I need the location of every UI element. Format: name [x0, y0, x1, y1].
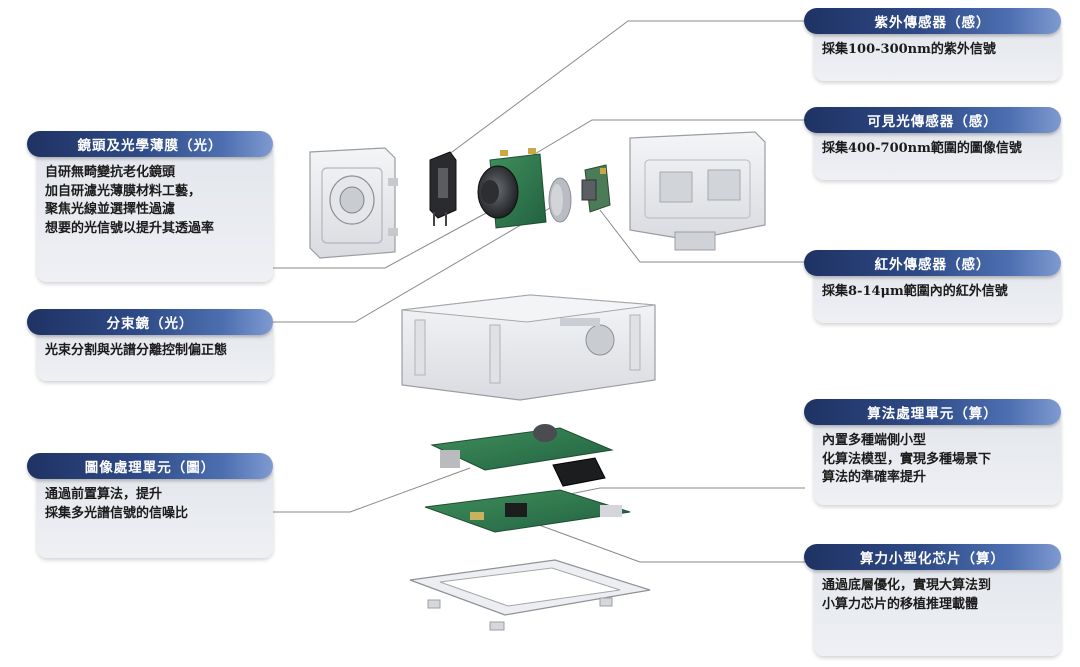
callout-lens-line: 聚焦光線並選擇性過濾	[45, 202, 176, 217]
uv-sensor-part	[429, 151, 457, 226]
callout-splitter-title: 分束鏡（光）	[27, 309, 273, 335]
callout-image-unit-title: 圖像處理單元（圖）	[27, 453, 273, 479]
callout-algo-unit-title: 算法處理單元（算）	[804, 399, 1061, 425]
callout-algo-unit-line: 化算法模型，實現多種場景下	[822, 451, 992, 467]
lens-housing	[309, 147, 398, 259]
callout-uv-line: 採集100-300nm的紫外信號	[822, 42, 996, 57]
bottom-bracket	[409, 559, 651, 631]
callout-visible: 可見光傳感器（感） 採集400-700nm範圍的圖像信號	[804, 107, 1061, 180]
callout-algo-unit-body: 內置多種端側小型 化算法模型，實現多種場景下 算法的準確率提升	[822, 432, 1051, 488]
leader-image-unit	[272, 467, 471, 513]
callout-lens-body: 自研無畸變抗老化鏡頭 加自研濾光薄膜材料工藝， 聚焦光線並選擇性過濾 想要的光信…	[45, 164, 263, 238]
callout-lens: 鏡頭及光學薄膜（光） 自研無畸變抗老化鏡頭 加自研濾光薄膜材料工藝， 聚焦光線並…	[27, 131, 273, 282]
callout-algo-unit-line: 算法的準確率提升	[822, 470, 927, 485]
callout-uv: 紫外傳感器（感） 採集100-300nm的紫外信號	[804, 8, 1061, 81]
callout-image-unit-body: 通過前置算法，提升 採集多光譜信號的信噪比	[45, 486, 263, 523]
callout-algo-unit: 算法處理單元（算） 內置多種端側小型 化算法模型，實現多種場景下 算法的準確率提…	[804, 399, 1061, 505]
callout-uv-body: 採集100-300nm的紫外信號	[822, 41, 1051, 60]
visible-camera-part	[477, 148, 547, 229]
middle-enclosure	[401, 294, 656, 401]
leader-chip	[519, 517, 805, 563]
callout-lens-line: 自研無畸變抗老化鏡頭	[45, 165, 176, 180]
callout-image-unit: 圖像處理單元（圖） 通過前置算法，提升 採集多光譜信號的信噪比	[27, 453, 273, 558]
callout-infrared-line: 採集8-14μm範圍內的紅外信號	[822, 284, 1008, 299]
callout-chip-box	[814, 557, 1061, 656]
callout-splitter-line: 光束分割與光譜分離控制偏正態	[45, 343, 228, 358]
callout-visible-line: 採集400-700nm範圍的圖像信號	[822, 141, 1022, 156]
callout-chip-line: 小算力芯片的移植推理載體	[822, 596, 979, 612]
leader-uv	[447, 20, 805, 156]
beam-splitter-part	[548, 177, 572, 223]
right-housing	[629, 131, 766, 251]
upper-pcb	[430, 424, 614, 487]
callout-visible-title: 可見光傳感器（感）	[804, 107, 1061, 133]
leader-infrared	[599, 209, 805, 263]
callout-chip-body: 通過底層優化，實現大算法到 小算力芯片的移植推理載體	[822, 577, 1051, 614]
callout-image-unit-line: 採集多光譜信號的信噪比	[45, 505, 189, 521]
callout-visible-body: 採集400-700nm範圍的圖像信號	[822, 140, 1051, 159]
callout-chip-title: 算力小型化芯片（算）	[804, 544, 1061, 570]
callout-lens-line: 加自研濾光薄膜材料工藝，	[45, 183, 202, 199]
callout-image-unit-line: 通過前置算法，提升	[45, 487, 163, 502]
callout-algo-unit-box	[814, 412, 1061, 505]
callout-lens-box	[37, 144, 273, 282]
callout-uv-title: 紫外傳感器（感）	[804, 8, 1061, 34]
callout-infrared-body: 採集8-14μm範圍內的紅外信號	[822, 283, 1051, 302]
leader-lines	[272, 20, 805, 563]
callout-lens-line: 想要的光信號以提升其透過率	[45, 220, 215, 236]
infrared-sensor-part	[581, 164, 611, 213]
lower-pcb	[424, 489, 631, 533]
callout-splitter: 分束鏡（光） 光束分割與光譜分離控制偏正態	[27, 309, 273, 381]
callout-chip: 算力小型化芯片（算） 通過底層優化，實現大算法到 小算力芯片的移植推理載體	[804, 544, 1061, 656]
callout-infrared-title: 紅外傳感器（感）	[804, 250, 1061, 276]
callout-lens-title: 鏡頭及光學薄膜（光）	[27, 131, 273, 157]
callout-splitter-body: 光束分割與光譜分離控制偏正態	[45, 342, 263, 361]
leader-splitter	[272, 204, 556, 323]
leader-lens	[272, 211, 489, 269]
callout-algo-unit-line: 內置多種端側小型	[822, 433, 927, 448]
leader-visible	[527, 119, 805, 159]
callout-chip-line: 通過底層優化，實現大算法到	[822, 578, 992, 593]
callout-infrared: 紅外傳感器（感） 採集8-14μm範圍內的紅外信號	[804, 250, 1061, 323]
callout-image-unit-box	[37, 466, 273, 558]
